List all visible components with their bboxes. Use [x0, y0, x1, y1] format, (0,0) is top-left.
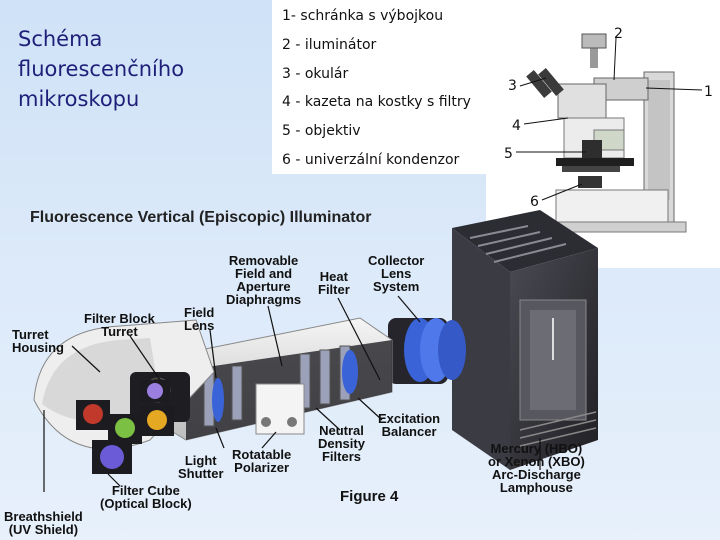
label-lamphouse: Mercury (HBO) or Xenon (XBO) Arc-Dischar…	[488, 442, 585, 494]
label-rotatable-polarizer: Rotatable Polarizer	[232, 448, 291, 474]
label-excitation-balancer: Excitation Balancer	[378, 412, 440, 438]
diaphragm-plate	[256, 384, 304, 434]
lamphouse-box	[452, 210, 598, 470]
label-breathshield: Breathshield (UV Shield)	[4, 510, 83, 536]
collector-lens	[388, 318, 466, 384]
label-diaphragms: Removable Field and Aperture Diaphragms	[226, 254, 301, 306]
figure-caption: Figure 4	[340, 488, 398, 505]
label-heat-filter: Heat Filter	[318, 270, 350, 296]
label-turret-housing: Turret Housing	[12, 328, 64, 354]
label-collector-lens: Collector Lens System	[368, 254, 424, 293]
label-neutral-density: Neutral Density Filters	[318, 424, 365, 463]
label-filter-cube: Filter Cube (Optical Block)	[100, 484, 192, 510]
label-filter-block-turret: Filter Block Turret	[84, 312, 155, 338]
diagram-title: Fluorescence Vertical (Episcopic) Illumi…	[30, 209, 371, 227]
label-light-shutter: Light Shutter	[178, 454, 224, 480]
label-field-lens: Field Lens	[184, 306, 214, 332]
